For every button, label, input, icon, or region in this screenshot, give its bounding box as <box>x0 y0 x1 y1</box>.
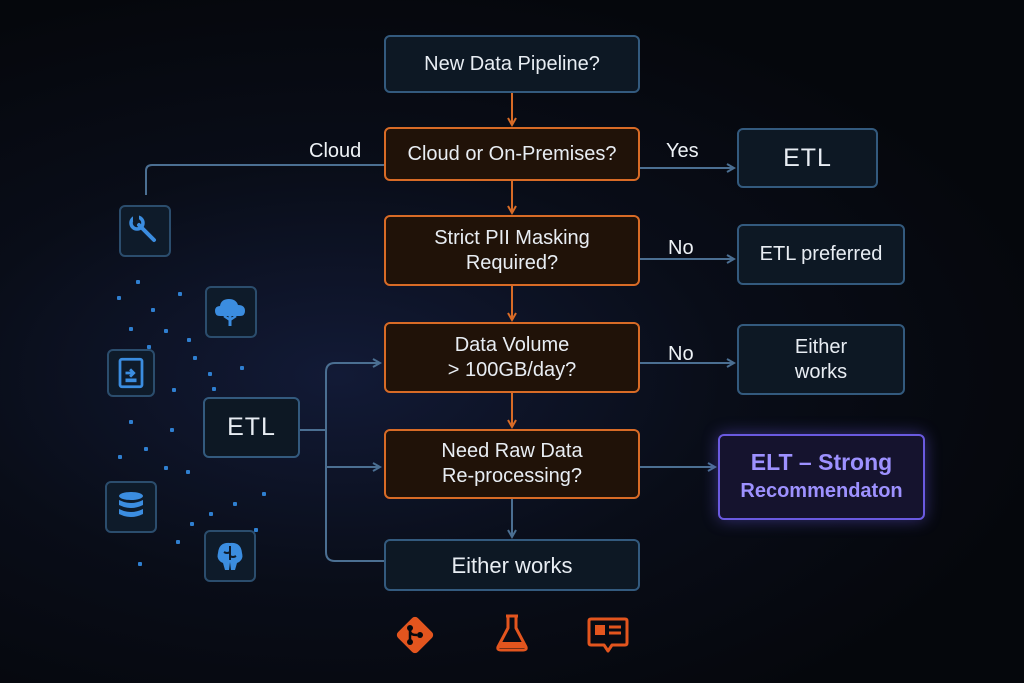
start-node-label: New Data Pipeline? <box>424 52 600 75</box>
end-either-works-label: Either works <box>451 552 573 578</box>
outcome-etl-preferred-label: ETL preferred <box>759 243 883 265</box>
flask-icon <box>490 611 534 655</box>
end-either-works: Either works <box>384 539 640 591</box>
outcome-either-works: Either works <box>737 324 905 395</box>
connector-cloud-left <box>145 164 384 195</box>
outcome-etl-preferred: ETL preferred <box>737 224 905 285</box>
database-icon <box>105 481 157 533</box>
question-raw-line2: Re-processing? <box>441 465 583 487</box>
brain-icon <box>204 530 256 582</box>
connector-etl-to-either <box>325 467 384 562</box>
question-raw-data: Need Raw Data Re-processing? <box>384 429 640 499</box>
download-file-icon <box>107 349 155 397</box>
edge-label-no-pii: No <box>668 237 694 259</box>
outcome-etl: ETL <box>737 128 878 188</box>
question-volume: Data Volume > 100GB/day? <box>384 322 640 393</box>
question-pii: Strict PII Masking Required? <box>384 215 640 286</box>
left-etl-label: ETL <box>227 413 276 441</box>
question-pii-line2: Required? <box>465 251 559 274</box>
outcome-elt-recommendation: ELT – Strong Recommendaton <box>718 434 925 520</box>
message-card-icon <box>586 612 630 656</box>
question-cloud-label: Cloud or On-Premises? <box>407 142 617 165</box>
question-volume-line2: > 100GB/day? <box>447 358 577 381</box>
edge-label-cloud: Cloud <box>309 140 362 162</box>
git-icon <box>393 613 437 657</box>
outcome-etl-label: ETL <box>783 143 832 172</box>
question-cloud: Cloud or On-Premises? <box>384 127 640 181</box>
wrench-icon <box>119 205 171 257</box>
connector-etl-to-raw <box>325 430 380 467</box>
outcome-elt-line1: ELT – Strong <box>750 449 893 475</box>
outcome-either-line1: Either <box>794 335 848 358</box>
question-pii-line1: Strict PII Masking <box>434 226 590 249</box>
outcome-either-line2: works <box>794 360 848 383</box>
start-node: New Data Pipeline? <box>384 35 640 93</box>
edge-label-yes: Yes <box>666 140 699 162</box>
connector-etl-to-volume <box>325 363 380 430</box>
question-raw-line1: Need Raw Data <box>441 440 583 462</box>
outcome-elt-line2: Recommendaton <box>740 480 903 502</box>
edge-label-no-volume: No <box>668 343 694 365</box>
question-volume-line1: Data Volume <box>454 333 570 356</box>
cloud-tree-icon <box>205 286 257 338</box>
left-etl-node: ETL <box>203 397 300 458</box>
